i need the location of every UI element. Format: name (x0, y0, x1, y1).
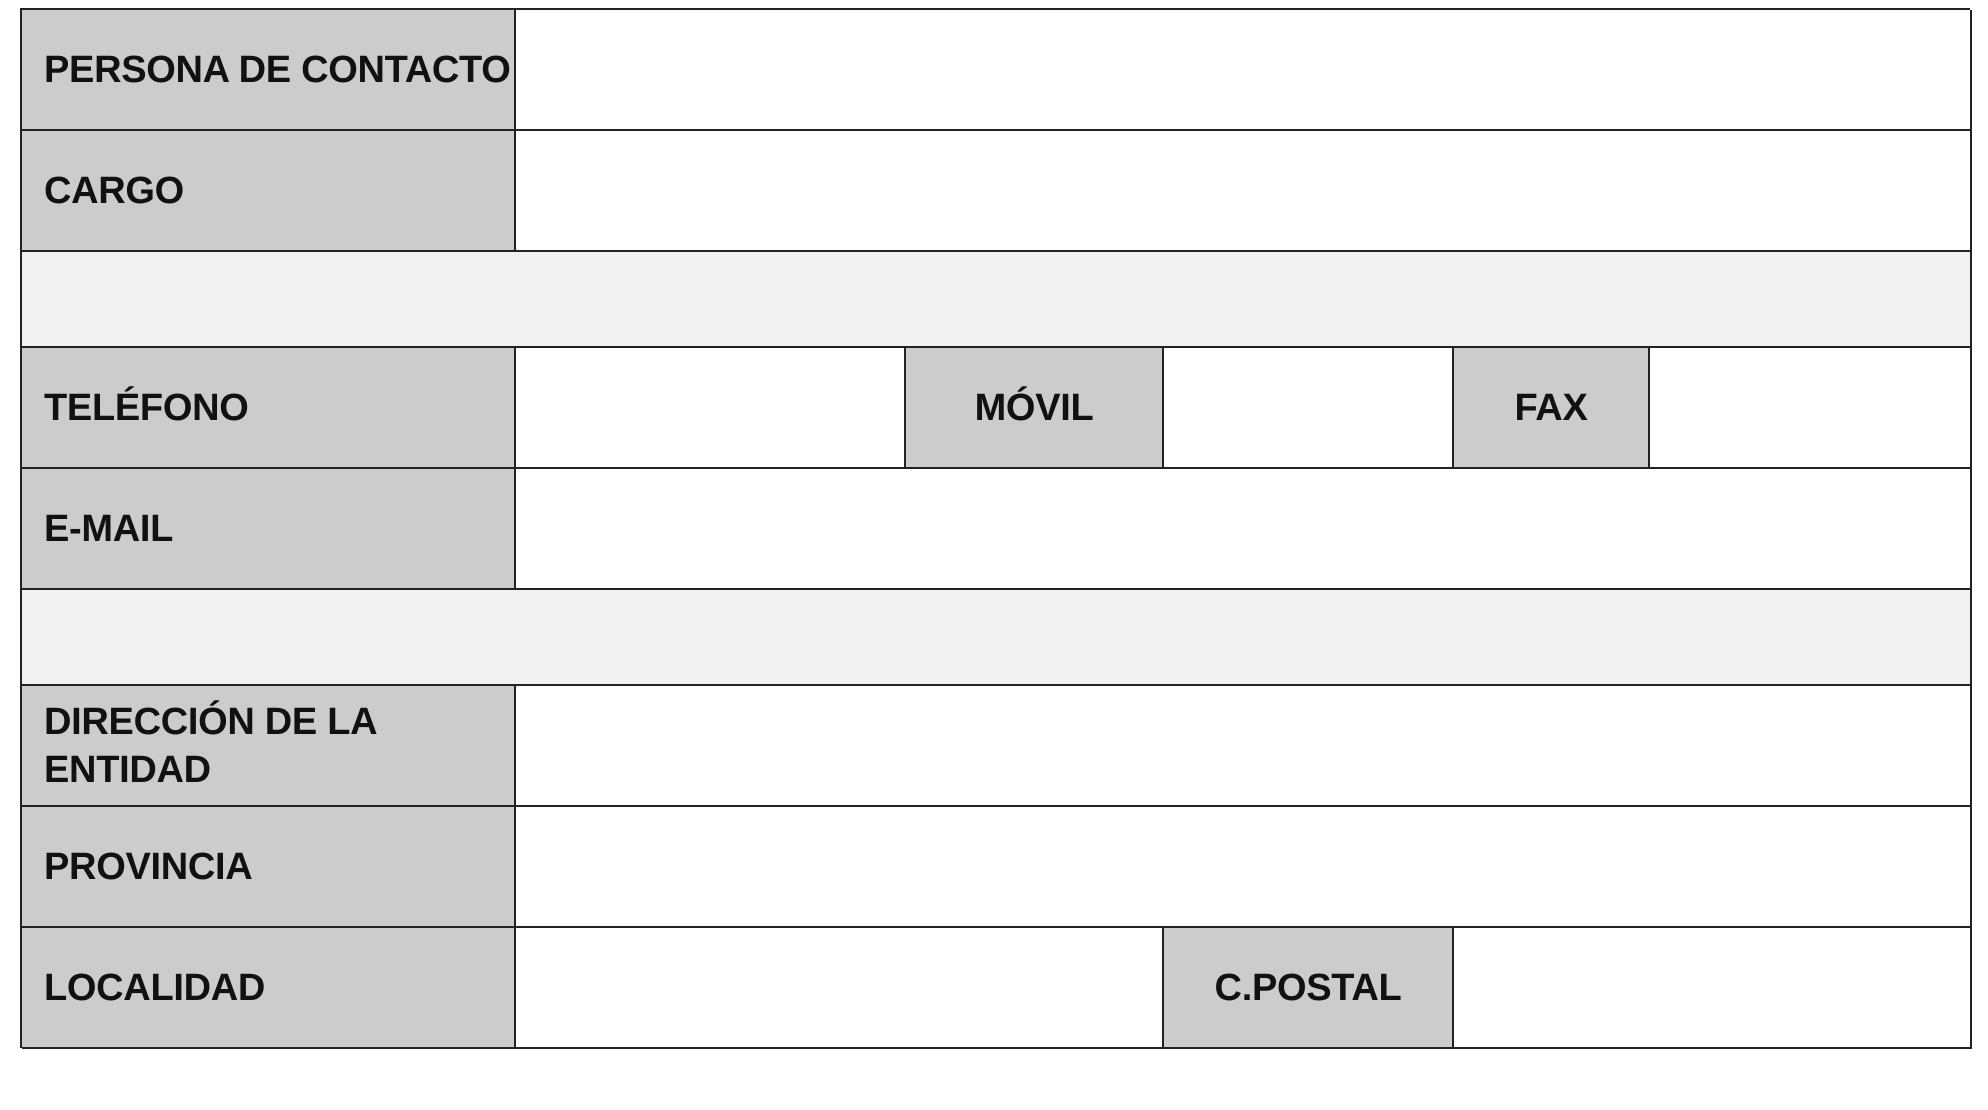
persona-contacto-field[interactable] (516, 10, 1972, 131)
cpostal-label: C.POSTAL (1164, 928, 1454, 1049)
telefono-label: TELÉFONO (22, 348, 516, 469)
email-field[interactable] (516, 469, 1972, 590)
contact-form-table: PERSONA DE CONTACTO CARGO TELÉFONO MÓVIL… (20, 8, 1972, 1049)
telefono-label-text: TELÉFONO (44, 386, 249, 429)
provincia-label-text: PROVINCIA (44, 845, 253, 888)
cargo-label: CARGO (22, 131, 516, 252)
cpostal-field[interactable] (1454, 928, 1972, 1049)
direccion-label-line1: DIRECCIÓN DE LA (44, 700, 378, 743)
direccion-label: DIRECCIÓN DE LA ENTIDAD (22, 686, 516, 807)
direccion-field[interactable] (516, 686, 1972, 807)
fax-field[interactable] (1650, 348, 1972, 469)
localidad-field[interactable] (516, 928, 1164, 1049)
movil-field[interactable] (1164, 348, 1454, 469)
section-divider-row (22, 252, 1972, 348)
direccion-label-line2: ENTIDAD (44, 748, 211, 791)
fax-label: FAX (1454, 348, 1650, 469)
section-divider-row (22, 590, 1972, 686)
movil-label-text: MÓVIL (974, 386, 1094, 429)
direccion-label-text: DIRECCIÓN DE LA ENTIDAD (44, 698, 378, 794)
email-label-text: E-MAIL (44, 507, 174, 550)
persona-contacto-label-text: PERSONA DE CONTACTO (44, 48, 511, 91)
cpostal-label-text: C.POSTAL (1214, 966, 1402, 1009)
cargo-label-text: CARGO (44, 169, 184, 212)
fax-label-text: FAX (1514, 386, 1588, 429)
provincia-field[interactable] (516, 807, 1972, 928)
email-label: E-MAIL (22, 469, 516, 590)
localidad-label: LOCALIDAD (22, 928, 516, 1049)
localidad-label-text: LOCALIDAD (44, 966, 266, 1009)
movil-label: MÓVIL (906, 348, 1164, 469)
cargo-field[interactable] (516, 131, 1972, 252)
telefono-field[interactable] (516, 348, 906, 469)
provincia-label: PROVINCIA (22, 807, 516, 928)
persona-contacto-label: PERSONA DE CONTACTO (22, 10, 516, 131)
